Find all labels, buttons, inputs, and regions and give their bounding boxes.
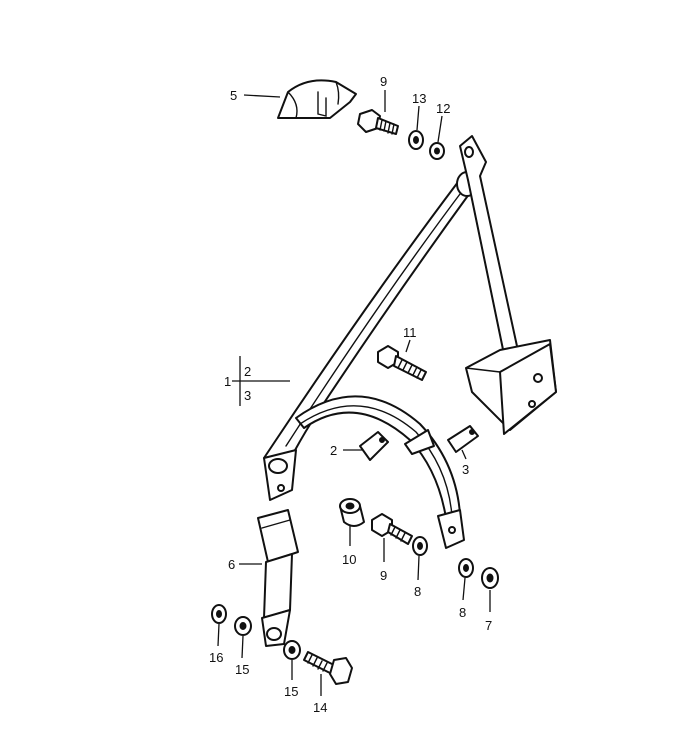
bolt-part-9-mid (371, 513, 413, 545)
pin-part-2 (359, 431, 389, 461)
callout-2: 2 (330, 443, 337, 458)
callout-9-mid: 9 (380, 568, 387, 583)
callout-16: 16 (209, 650, 223, 665)
trim-cover-part-5 (277, 79, 357, 119)
washer-part-15-left (234, 616, 252, 636)
callout-12: 12 (436, 101, 450, 116)
callout-13: 13 (412, 91, 426, 106)
washer-part-13 (408, 130, 424, 150)
callout-10: 10 (342, 552, 356, 567)
callout-5: 5 (230, 88, 237, 103)
leader-lines (217, 90, 491, 696)
callout-14: 14 (313, 700, 327, 715)
callout-15-left: 15 (235, 662, 249, 677)
retractor-housing (465, 339, 557, 435)
washer-part-15-mid (283, 640, 301, 660)
washer-part-7 (481, 567, 499, 589)
belt-lower-anchor-plate (263, 449, 297, 501)
callout-2-bracket: 2 (244, 364, 251, 379)
callout-3: 3 (462, 462, 469, 477)
nut-part-12 (429, 142, 445, 160)
callout-1: 1 (224, 374, 231, 389)
callout-numbers: 5 9 13 12 11 1 2 3 2 3 6 10 9 8 8 7 16 1… (209, 74, 492, 715)
buckle-part-6 (257, 509, 299, 647)
spacer-sleeve-part-10 (339, 498, 365, 527)
callout-3-bracket: 3 (244, 388, 251, 403)
pin-part-3 (447, 425, 479, 453)
height-adjuster-rail (459, 135, 521, 365)
washer-part-16 (211, 604, 227, 624)
bolt-part-14 (303, 651, 353, 685)
callout-9-top: 9 (380, 74, 387, 89)
lap-belt-arc (295, 395, 465, 549)
callout-15-mid: 15 (284, 684, 298, 699)
callout-7: 7 (485, 618, 492, 633)
callout-8-right: 8 (459, 605, 466, 620)
callout-6: 6 (228, 557, 235, 572)
bolt-part-11 (377, 345, 427, 381)
nut-part-8-right (458, 558, 474, 578)
callout-11: 11 (403, 325, 417, 340)
nut-part-8-mid (412, 536, 428, 556)
bolt-part-9-top (357, 109, 399, 135)
callout-8-mid: 8 (414, 584, 421, 599)
